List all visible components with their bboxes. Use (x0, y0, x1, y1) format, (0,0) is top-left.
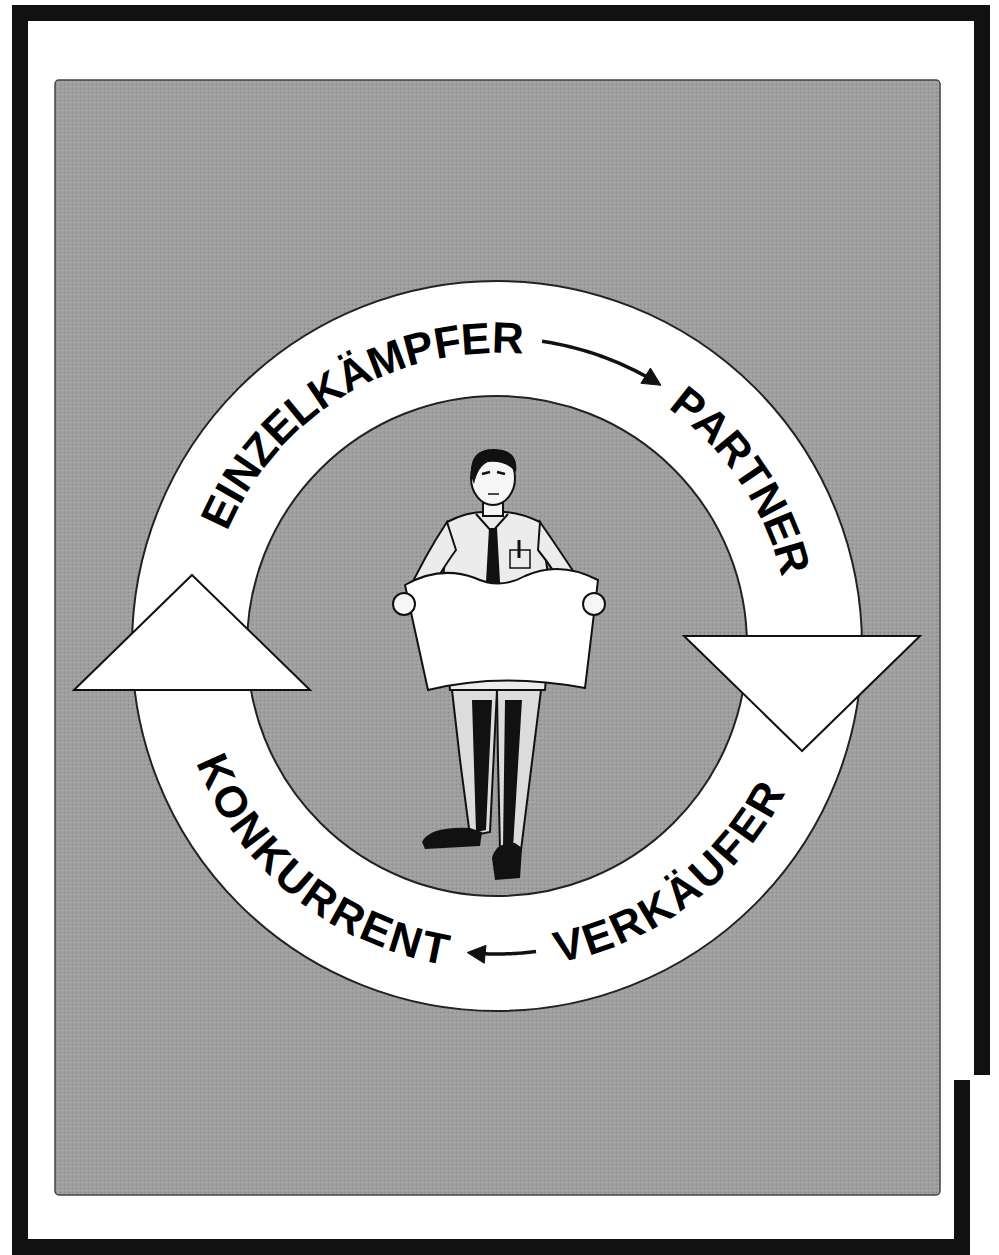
ring-label: KONKURRENT (182, 737, 470, 981)
paper-sheet (405, 569, 598, 690)
right-leg (497, 690, 541, 850)
man-figure (393, 449, 605, 880)
left-shoe (422, 828, 482, 849)
ring-inner (247, 396, 747, 896)
ring-letter: E (460, 316, 492, 362)
arrow-shaft (542, 341, 648, 378)
grey-panel (55, 80, 940, 1195)
hair (471, 449, 516, 484)
left-hand (393, 593, 415, 615)
cycle-arrow (74, 543, 310, 739)
arrow-head (467, 945, 486, 963)
eyebrows (482, 472, 505, 474)
right-shoe (492, 843, 522, 880)
leg-shade (472, 700, 492, 832)
ring-letter: R (491, 316, 524, 361)
cycle-arrow (684, 592, 920, 768)
ring-segment: PARTNER (654, 371, 826, 592)
arrow-shaft (482, 952, 536, 954)
ring-segment: VERKÄUFER (535, 765, 798, 980)
ring-segment: KONKURRENT (182, 737, 470, 981)
ring-label: PARTNER (654, 371, 826, 592)
cycle-arrow (467, 945, 536, 963)
right-hand (583, 593, 605, 615)
pen (518, 540, 521, 558)
page-frame (20, 13, 982, 1247)
cycle-arrow (542, 341, 661, 385)
ring-label: VERKÄUFER (535, 765, 798, 980)
left-leg (452, 690, 497, 836)
ring-segment: EINZELKÄMPFER (186, 304, 542, 546)
arrow-head (641, 368, 661, 385)
leg-shade (503, 700, 522, 848)
big-arrow-head (74, 575, 310, 690)
ring-label: EINZELKÄMPFER (186, 304, 542, 546)
mouth (488, 493, 499, 495)
big-arrow-head (684, 636, 920, 751)
